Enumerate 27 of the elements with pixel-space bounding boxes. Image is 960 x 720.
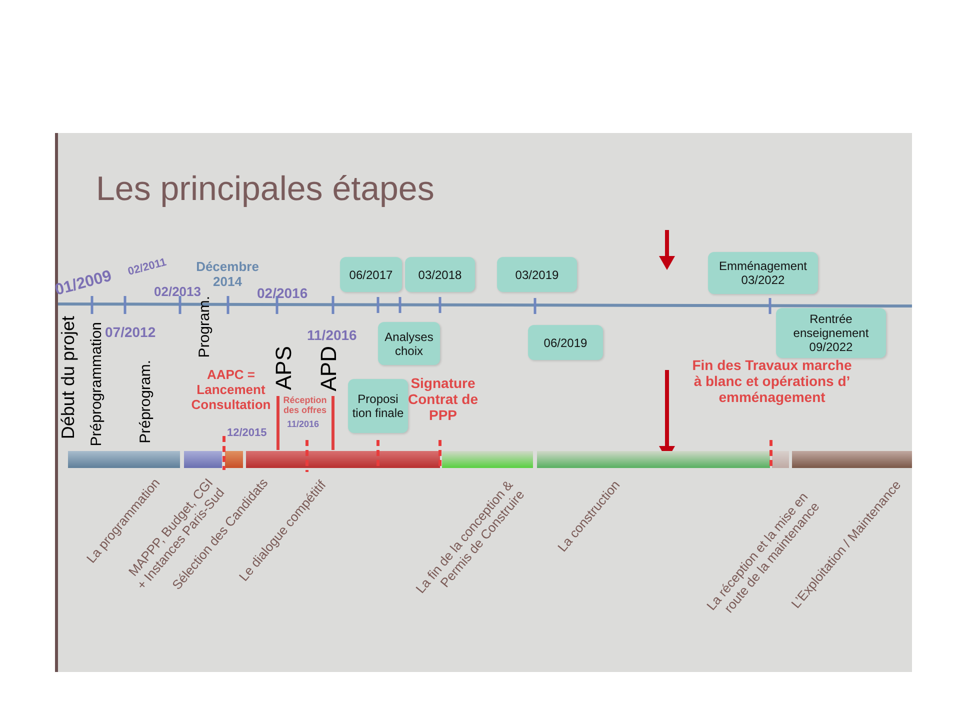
milestone-label: Préprogrammation bbox=[88, 322, 106, 446]
date-box: Analyses choix bbox=[378, 322, 440, 365]
date-box: 06/2017 bbox=[340, 257, 402, 292]
date-box: 03/2018 bbox=[405, 257, 475, 292]
milestone-label: Début du projet bbox=[58, 316, 79, 440]
date-label: 12/2015 bbox=[227, 427, 267, 440]
event-label: Réception des offres bbox=[282, 395, 328, 416]
date-box: 06/2019 bbox=[528, 325, 603, 360]
date-box: 03/2019 bbox=[497, 257, 577, 292]
date-label: 02/2011 bbox=[126, 256, 168, 279]
milestone-label: APD bbox=[316, 346, 342, 392]
date-label: 07/2012 bbox=[105, 324, 156, 340]
milestone-label: APS bbox=[271, 346, 296, 390]
date-box: Proposi tion finale bbox=[348, 379, 408, 433]
date-label: 11/2016 bbox=[307, 327, 357, 344]
date-box: Rentrée enseignement 09/2022 bbox=[776, 308, 886, 358]
milestone-label: Program. bbox=[196, 296, 214, 358]
slide-title: Les principales étapes bbox=[96, 170, 434, 210]
event-label: Signature Contrat de PPP bbox=[407, 375, 479, 424]
date-label: 01/2009 bbox=[53, 268, 114, 300]
date-label: 02/2016 bbox=[257, 285, 308, 302]
event-label: Fin des Travaux marche à blanc et opérations d’ emménagement bbox=[692, 357, 852, 406]
event-label: AAPC = Lancement Consultation bbox=[190, 368, 272, 413]
date-label: 02/2013 bbox=[154, 285, 201, 299]
date-label: 11/2016 bbox=[287, 419, 320, 430]
date-box: Emménagement 03/2022 bbox=[708, 252, 818, 294]
milestone-label: Préprogram. bbox=[137, 360, 154, 444]
